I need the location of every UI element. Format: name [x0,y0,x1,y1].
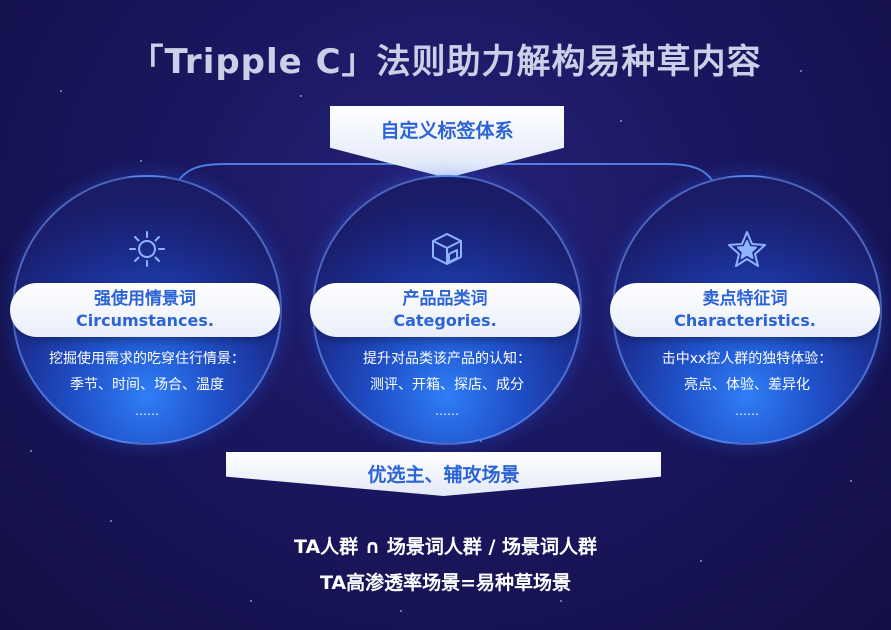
categories-desc-line1: 提升对品类该产品的认知： [363,351,531,367]
circumstances-desc-line2: 季节、时间、场合、温度 [70,377,224,393]
circumstances-label-en: Circumstances. [76,311,214,330]
circumstances-desc-ellipsis: …… [135,404,159,418]
characteristics-desc-ellipsis: …… [735,404,759,418]
formula-line-1: TA人群 ∩ 场景词人群 / 场景词人群 [293,536,598,558]
characteristics-label-cn: 卖点特征词 [702,289,788,309]
pill-circumstances: 强使用情景词 Circumstances. [10,283,280,337]
star-icon [728,231,766,267]
categories-desc-line2: 测评、开箱、探店、成分 [370,377,524,393]
circumstances-label-cn: 强使用情景词 [94,289,196,309]
page-title: 「Tripple C」法则助力解构易种草内容 [129,42,762,82]
categories-label-cn: 产品品类词 [402,289,488,309]
box-icon [432,233,462,265]
pill-categories: 产品品类词 Categories. [310,283,580,337]
categories-desc-ellipsis: …… [435,404,459,418]
bottom-banner-label: 优选主、辅攻场景 [367,464,520,486]
characteristics-desc-line2: 亮点、体验、差异化 [684,377,810,393]
characteristics-desc-line1: 击中xx控人群的独特体验： [661,351,833,367]
circumstances-desc-line1: 挖掘使用需求的吃穿住行情景： [49,351,245,367]
top-chevron-label: 自定义标签体系 [380,120,514,142]
characteristics-label-en: Characteristics. [674,311,816,330]
sun-icon [129,231,165,267]
pill-characteristics: 卖点特征词 Characteristics. [610,283,880,337]
categories-label-en: Categories. [393,311,497,330]
formula-line-2: TA高渗透率场景=易种草场景 [319,572,572,594]
